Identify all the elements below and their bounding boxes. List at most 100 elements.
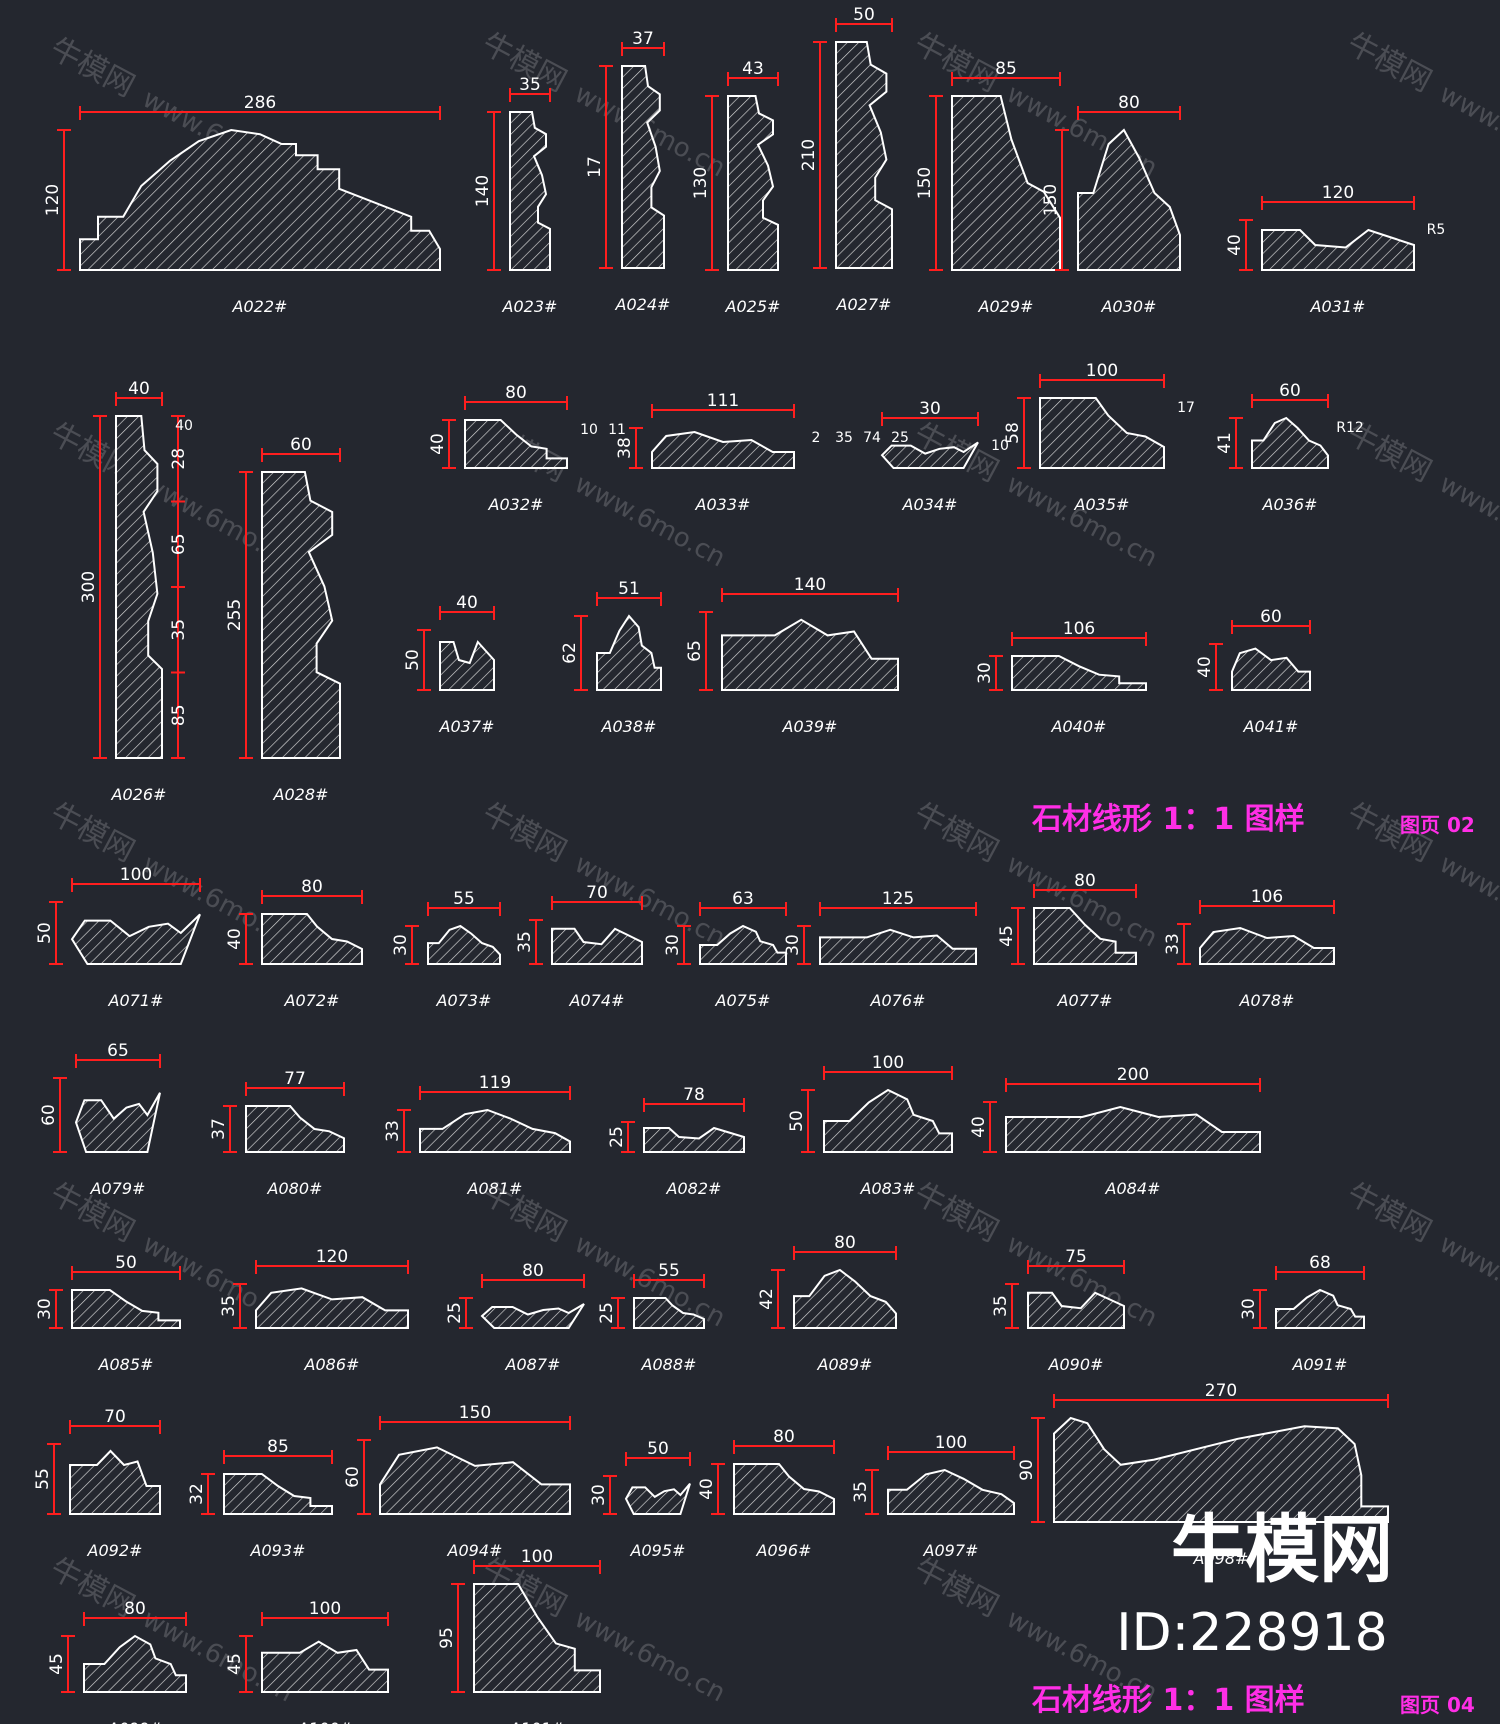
watermark-url-text: www.6mo.cn (1434, 849, 1500, 953)
dimension-horizontal: 100 (887, 1433, 1015, 1460)
dimension-value: 40 (128, 379, 150, 399)
moulding-section (1027, 1291, 1125, 1329)
watermark-logo-text: 牛模网 (476, 796, 572, 869)
profile-code-label: A079# (90, 1179, 146, 1198)
profile-code-label: A086# (304, 1355, 360, 1374)
dimension-value: 37 (209, 1118, 229, 1140)
dimension-horizontal: 100 (473, 1547, 601, 1574)
dimension-value: 50 (853, 5, 875, 25)
moulding-section (1005, 1105, 1261, 1153)
profile-code-label: A031# (1310, 297, 1366, 316)
moulding-section (887, 1468, 1015, 1515)
dimension-value: 35 (515, 931, 535, 953)
dimension-value: 210 (799, 139, 819, 171)
dimension-vertical: 45 (997, 907, 1025, 965)
moulding-section (823, 1088, 953, 1153)
dimension-vertical: 17 (585, 65, 613, 269)
moulding-section (255, 1287, 409, 1329)
dimension-value: 45 (225, 1653, 245, 1675)
dimension-note: 11 (608, 422, 626, 438)
sheet-page-upper: 图页 02 (1400, 813, 1475, 837)
dimension-horizontal: 40 (115, 379, 163, 406)
dimension-value: 70 (104, 1407, 126, 1427)
dimension-value: 80 (522, 1261, 544, 1281)
moulding-section (621, 65, 665, 269)
dimension-vertical: 41 (1215, 417, 1243, 469)
watermark-logo-text: 牛模网 (1341, 26, 1437, 99)
dimension-value: 58 (1003, 422, 1023, 444)
moulding-section (699, 924, 787, 965)
dimension-horizontal: 77 (245, 1069, 345, 1096)
dimension-note: 10 (991, 438, 1009, 454)
dimension-value: 25 (445, 1302, 465, 1324)
dimension-value: 100 (1086, 361, 1118, 381)
sheet-title-upper: 石材线形 1：1 图样 (1031, 802, 1305, 837)
dimension-value: 62 (560, 642, 580, 664)
profile-code-label: A035# (1074, 495, 1130, 514)
dimension-vertical: 30 (783, 925, 811, 965)
dimension-vertical: 60 (343, 1439, 371, 1515)
dimension-horizontal: 78 (643, 1085, 745, 1112)
profile-code-label: A022# (232, 297, 288, 316)
profile-code-label: A072# (284, 991, 340, 1010)
moulding-section (1231, 647, 1311, 691)
dimension-horizontal: 50 (835, 5, 893, 32)
moulding-section (1077, 128, 1181, 271)
dimension-value: 41 (1215, 432, 1235, 454)
watermark-url-text: www.6mo.cn (1434, 79, 1500, 183)
moulding-section (951, 95, 1061, 271)
moulding-section (633, 1297, 705, 1329)
dimension-vertical: 30 (35, 1289, 63, 1329)
profile-code-label: A094# (447, 1541, 503, 1560)
dimension-vertical: 30 (975, 655, 1003, 691)
profile-a100: 10045A100# (225, 1599, 389, 1724)
dimension-vertical: 35 (219, 1283, 247, 1329)
dimension-horizontal: 140 (721, 575, 899, 602)
profile-code-label: A087# (505, 1355, 561, 1374)
profile-code-label: A088# (641, 1355, 697, 1374)
moulding-section (835, 41, 893, 269)
dimension-value: 30 (919, 399, 941, 419)
moulding-section (480, 1303, 585, 1329)
dimension-value: 51 (618, 579, 640, 599)
dimension-value: 150 (459, 1403, 491, 1423)
profile-code-label: A074# (569, 991, 625, 1010)
moulding-section (379, 1446, 571, 1515)
dimension-value: 55 (33, 1468, 53, 1490)
dimension-value: 30 (1239, 1298, 1259, 1320)
dimension-value: 43 (742, 59, 764, 79)
dimension-value: 286 (244, 93, 276, 113)
watermark-url-text: www.6mo.cn (569, 469, 730, 573)
moulding-section (83, 1634, 187, 1693)
dimension-value: 100 (120, 865, 152, 885)
watermark-logo-text: 牛模网 (908, 1551, 1004, 1624)
dimension-horizontal: 120 (1261, 183, 1415, 210)
profile-code-label: A028# (273, 785, 329, 804)
dimension-value: 95 (437, 1627, 457, 1649)
watermark-logo-text: 牛模网 (44, 31, 140, 104)
dimension-value: 40 (428, 433, 448, 455)
dimension-horizontal: 106 (1011, 619, 1147, 646)
dimension-value: 50 (35, 922, 55, 944)
dimension-value: 140 (473, 175, 493, 207)
moulding-section (115, 415, 163, 759)
moulding-section (439, 640, 495, 691)
moulding-section (1011, 655, 1147, 691)
profile-code-label: A033# (695, 495, 751, 514)
dimension-value: 106 (1251, 887, 1283, 907)
profile-a099: 8045A099# (47, 1599, 187, 1724)
dimension-horizontal: 270 (1053, 1381, 1389, 1408)
profile-code-label: A032# (488, 495, 544, 514)
dimension-value: 120 (316, 1247, 348, 1267)
